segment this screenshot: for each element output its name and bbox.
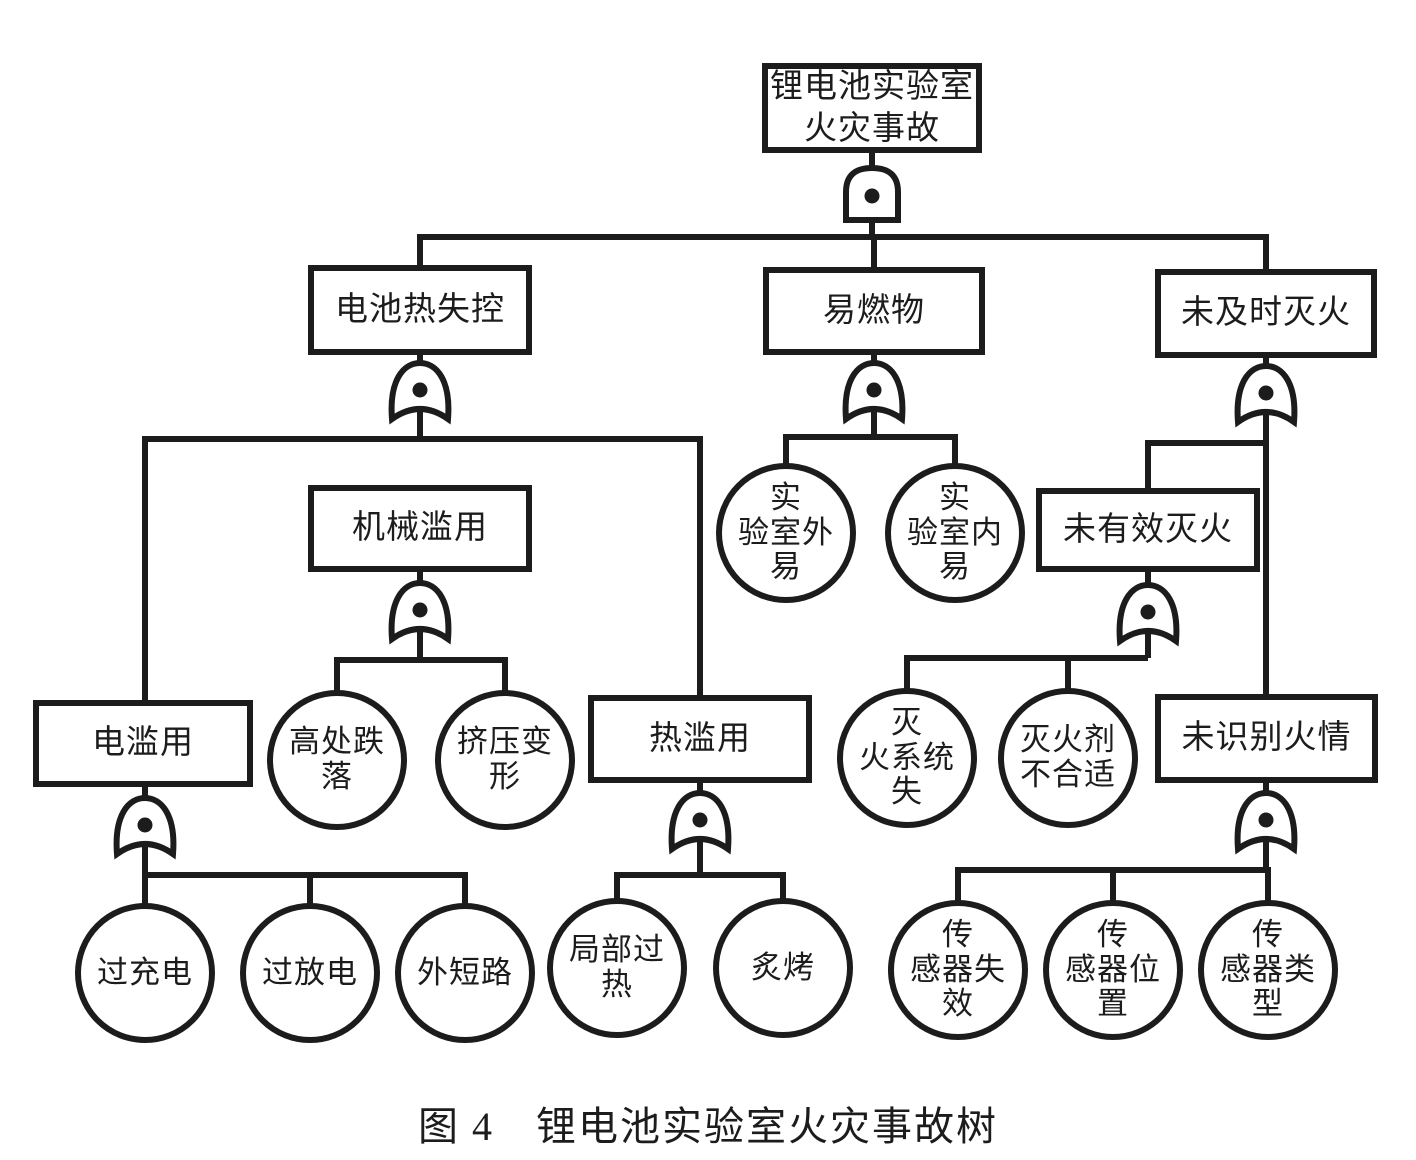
node-local-overheating-label: 局部过 热: [569, 932, 665, 1002]
node-not-extinguished-in-time-label: 未及时灭火: [1181, 295, 1351, 332]
node-flammables-inside-lab: 实 验室内 易: [885, 463, 1025, 603]
node-top-event-label: 锂电池实验室 火灾事故: [770, 68, 974, 147]
node-sensor-position-label: 传 感器位 置: [1065, 916, 1161, 1022]
node-crush-deformation: 挤压变 形: [435, 690, 575, 830]
or-gate-dot-icon: [1258, 385, 1274, 401]
or-gate-dot-icon: [866, 382, 882, 398]
node-external-short-circuit: 外短路: [395, 903, 535, 1043]
or-gate-ineffective-extinguishing: [1116, 581, 1180, 647]
or-gate-mechanical-abuse: [388, 579, 452, 645]
node-mechanical-abuse-label: 机械滥用: [352, 510, 488, 547]
node-fire-not-recognized-label: 未识别火情: [1181, 720, 1352, 757]
node-battery-thermal-runaway: 电池热失控: [308, 265, 532, 355]
or-gate-fire-not-recognized: [1234, 789, 1298, 855]
figure-caption: 图 4 锂电池实验室火灾事故树: [418, 1104, 998, 1149]
or-gate-thermal-abuse: [668, 789, 732, 855]
node-fall-from-height: 高处跌 落: [267, 690, 407, 830]
node-ineffective-extinguishing: 未有效灭火: [1036, 488, 1260, 572]
node-extinguishing-system-failure: 灭 火系统 失: [837, 688, 977, 828]
node-fall-from-height-label: 高处跌 落: [289, 724, 385, 794]
node-unsuitable-extinguishing-agent: 灭火剂 不合适: [998, 688, 1138, 828]
node-mechanical-abuse: 机械滥用: [308, 485, 532, 572]
node-battery-thermal-runaway-label: 电池热失控: [335, 291, 505, 328]
node-overcharge: 过充电: [75, 903, 215, 1043]
node-external-short-circuit-label: 外短路: [417, 954, 513, 990]
node-electrical-abuse: 电滥用: [33, 700, 253, 787]
node-sensor-type-label: 传 感器类 型: [1220, 916, 1316, 1022]
or-gate-dot-icon: [412, 602, 428, 618]
node-fire-not-recognized: 未识别火情: [1155, 694, 1378, 783]
node-crush-deformation-label: 挤压变 形: [457, 724, 553, 794]
node-sensor-failure-label: 传 感器失 效: [910, 916, 1006, 1022]
node-extinguishing-system-failure-label: 灭 火系统 失: [859, 704, 955, 810]
node-top-event: 锂电池实验室 火灾事故: [762, 63, 982, 153]
node-flammables-outside-lab: 实 验室外 易: [716, 463, 856, 603]
node-roasting: 炙烤: [713, 898, 853, 1038]
and-gate-top-event: [843, 164, 901, 223]
node-thermal-abuse: 热滥用: [588, 695, 812, 783]
node-unsuitable-extinguishing-agent-label: 灭火剂 不合适: [1020, 722, 1116, 792]
node-roasting-label: 炙烤: [751, 949, 815, 985]
node-flammables-inside-lab-label: 实 验室内 易: [907, 479, 1003, 585]
and-gate-dot-icon: [864, 188, 880, 204]
node-ineffective-extinguishing-label: 未有效灭火: [1063, 511, 1233, 548]
or-gate-dot-icon: [692, 812, 708, 828]
node-overcharge-label: 过充电: [97, 954, 193, 990]
or-gate-dot-icon: [1258, 812, 1274, 828]
node-local-overheating: 局部过 热: [547, 898, 687, 1038]
or-gate-dot-icon: [412, 382, 428, 398]
or-gate-electrical-abuse: [113, 794, 177, 860]
node-sensor-type: 传 感器类 型: [1198, 900, 1338, 1040]
node-flammables: 易燃物: [763, 267, 985, 355]
node-flammables-outside-lab-label: 实 验室外 易: [738, 479, 834, 585]
or-gate-dot-icon: [137, 817, 153, 833]
node-flammables-label: 易燃物: [823, 292, 925, 329]
node-overdischarge: 过放电: [240, 903, 380, 1043]
node-thermal-abuse-label: 热滥用: [649, 720, 751, 757]
node-electrical-abuse-label: 电滥用: [92, 725, 194, 762]
or-gate-battery-thermal-runaway: [388, 359, 452, 425]
node-overdischarge-label: 过放电: [262, 954, 358, 990]
or-gate-not-extinguished-in-time: [1234, 362, 1298, 428]
node-not-extinguished-in-time: 未及时灭火: [1155, 269, 1377, 358]
or-gate-flammables: [842, 359, 906, 425]
node-sensor-position: 传 感器位 置: [1043, 900, 1183, 1040]
or-gate-dot-icon: [1140, 604, 1156, 620]
node-sensor-failure: 传 感器失 效: [888, 900, 1028, 1040]
